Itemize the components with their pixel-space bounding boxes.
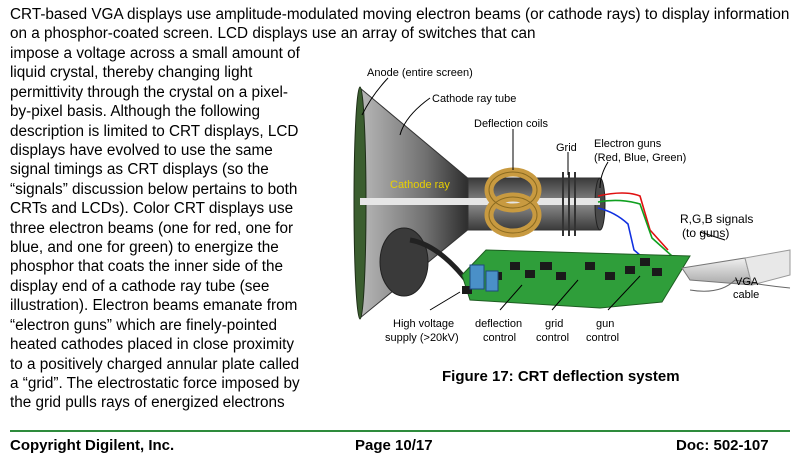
hv-label-sub: supply (>20kV) <box>385 332 459 344</box>
red-gun-wire <box>597 192 669 251</box>
intro-paragraph: CRT-based VGA displays use amplitude-mod… <box>10 6 790 43</box>
body-line: “signals” discussion below pertains to b… <box>10 180 298 198</box>
leader-lines <box>361 77 726 311</box>
figure-caption: Figure 17: CRT deflection system <box>442 368 680 385</box>
body-line: a “grid”. The electrostatic force impose… <box>10 374 300 392</box>
deflection-coils <box>484 167 542 238</box>
anode-connector <box>379 227 429 297</box>
body-line: description is limited to CRT displays, … <box>10 122 299 140</box>
capacitors <box>469 264 499 292</box>
body-line: displays have evolved to use the same <box>10 142 273 160</box>
cathode-ray-label: Cathode ray <box>390 179 450 191</box>
body-line: display end of a cathode ray tube (see <box>10 277 270 295</box>
vga-label: VGA <box>735 276 759 288</box>
grid-plates <box>562 172 576 236</box>
vga-ground-wire <box>689 279 791 292</box>
coils-label: Deflection coils <box>474 118 548 130</box>
body-line: to a positively charged annular plate ca… <box>10 355 300 373</box>
rgb-label-sub: (to guns) <box>682 226 729 240</box>
guns-label: Electron guns <box>594 138 662 150</box>
hv-label: High voltage <box>393 318 454 330</box>
body-line: phosphor that coats the inner side of th… <box>10 258 283 276</box>
anode-label: Anode (entire screen) <box>367 67 473 79</box>
vga-cable-end <box>744 249 791 286</box>
body-line: liquid crystal, thereby changing light <box>10 64 253 82</box>
vga-label-sub: cable <box>733 289 759 301</box>
body-line: “electron guns” which are finely-pointed <box>10 316 277 334</box>
footer-doc-id: Doc: 502-107 <box>676 437 769 454</box>
body-line: the grid pulls rays of energized electro… <box>10 394 285 412</box>
body-line: by-pixel basis. Although the following <box>10 103 261 121</box>
grid-control-label: grid <box>545 318 563 330</box>
rgb-label: R,G,B signals <box>680 212 753 226</box>
guns-label-sub: (Red, Blue, Green) <box>594 152 686 164</box>
body-column: impose a voltage across a small amount o… <box>10 44 340 413</box>
gun-control-label-sub: control <box>586 332 619 344</box>
body-line: illustration). Electron beams emanate fr… <box>10 297 298 315</box>
body-line: blue, and one for green) to energize the <box>10 239 279 257</box>
footer-page-number: Page 10/17 <box>355 437 433 454</box>
grid-label: Grid <box>556 142 577 154</box>
body-line: permittivity through the crystal on a pi… <box>10 83 289 101</box>
gun-control-label: gun <box>596 318 614 330</box>
crt-deflection-diagram: Anode (entire screen) Cathode ray tube D… <box>353 67 791 344</box>
deflection-control-label-sub: control <box>483 332 516 344</box>
body-line: heated cathodes placed in close proximit… <box>10 336 295 354</box>
footer-copyright: Copyright Digilent, Inc. <box>10 437 175 454</box>
body-line: impose a voltage across a small amount o… <box>10 45 300 62</box>
green-gun-wire <box>597 199 673 257</box>
cathode-ray-beam <box>360 198 600 205</box>
body-line: signal timings as CRT displays (so the <box>10 161 269 179</box>
blue-gun-wire <box>597 207 649 263</box>
deflection-control-label: deflection <box>475 318 522 330</box>
grid-control-label-sub: control <box>536 332 569 344</box>
footer-rule <box>10 430 790 432</box>
crt-label: Cathode ray tube <box>432 93 516 105</box>
body-line: CRTs and LCDs). Color CRT displays use <box>10 200 294 218</box>
body-line: three electron beams (one for red, one f… <box>10 219 294 237</box>
